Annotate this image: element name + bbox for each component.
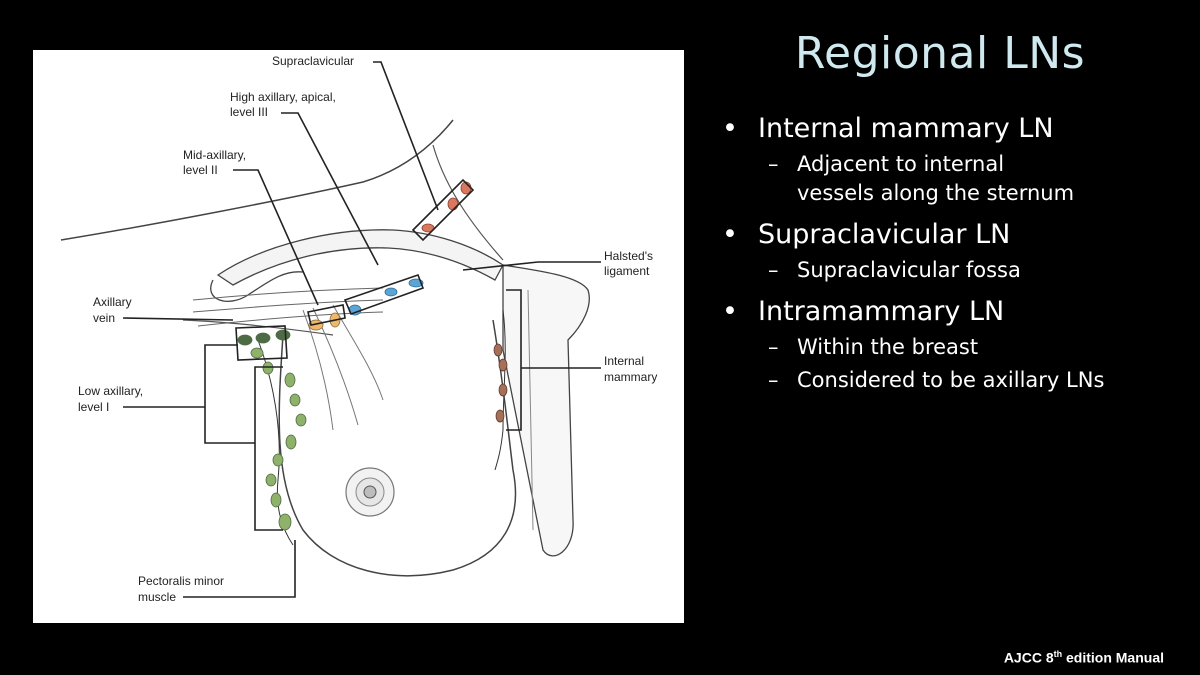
- sub-bullet-text: Adjacent to internal: [797, 152, 1005, 176]
- arm-bundle-1: [192, 287, 384, 301]
- sub-bullet: – Within the breast: [722, 333, 1182, 362]
- bracket-level-iii: [343, 273, 425, 316]
- breast-lymph-node-diagram: [60, 61, 601, 598]
- label-pectoralis-line2: muscle: [138, 590, 177, 604]
- sub-bullet-text: Considered to be axillary LNs: [797, 368, 1105, 392]
- sub-bullet-text: vessels along the sternum: [797, 181, 1075, 205]
- label-supraclavicular: Supraclavicular: [272, 54, 355, 68]
- sub-bullet: – Considered to be axillary LNs: [722, 366, 1182, 395]
- leader-pectoralis: [183, 540, 296, 598]
- label-axillary-vein-line1: Axillary: [93, 295, 132, 309]
- internal-mammary-nodes: [493, 343, 508, 423]
- label-mid-axillary-line2: level II: [183, 163, 218, 177]
- sub-bullet: – Adjacent to internal vessels along the…: [722, 150, 1182, 208]
- bracket-internal-mammary: [506, 289, 522, 431]
- bullet-intramammary: • Intramammary LN: [722, 295, 1182, 329]
- source-credit: AJCC 8th edition Manual: [1004, 649, 1164, 666]
- credit-pre: AJCC 8: [1003, 649, 1054, 666]
- bracket-level-ii: [307, 304, 346, 326]
- label-low-axillary-line2: level I: [78, 400, 110, 414]
- label-internal-mammary-line1: Internal: [604, 354, 645, 368]
- bullet-text: Intramammary LN: [758, 296, 1005, 327]
- dash-icon: –: [768, 335, 779, 359]
- level-iii-nodes: [348, 278, 424, 316]
- leader-high-axillary: [281, 112, 379, 266]
- bracket-low-axillary: [204, 344, 255, 444]
- bullet-internal-mammary: • Internal mammary LN: [722, 112, 1182, 146]
- leader-halsteds: [462, 261, 601, 271]
- dash-icon: –: [768, 152, 779, 176]
- slide-title: Regional LNs: [794, 28, 1086, 79]
- breast-outline: [278, 319, 517, 577]
- bullet-dot-icon: •: [722, 296, 738, 327]
- bullet-text: Internal mammary LN: [758, 113, 1054, 144]
- sternum-inner: [527, 289, 534, 531]
- label-halsteds-line2: ligament: [604, 264, 650, 278]
- bullet-text: Supraclavicular LN: [758, 219, 1011, 250]
- label-internal-mammary-line2: mammary: [604, 370, 658, 384]
- label-halsteds-line1: Halsted's: [604, 249, 653, 263]
- sub-bullet-text: Within the breast: [797, 335, 979, 359]
- credit-post: edition Manual: [1062, 649, 1164, 666]
- sternum: [502, 264, 590, 557]
- label-high-axillary-line2: level III: [230, 105, 269, 119]
- label-mid-axillary-line1: Mid-axillary,: [183, 148, 247, 162]
- dash-icon: –: [768, 258, 779, 282]
- label-low-axillary-line1: Low axillary,: [78, 384, 144, 398]
- label-axillary-vein-line2: vein: [93, 311, 116, 325]
- neck-outline: [432, 144, 504, 261]
- bracket-level-i-top: [235, 325, 288, 361]
- credit-sup: th: [1053, 649, 1063, 659]
- lymphatic-chain-im: [494, 309, 506, 471]
- anatomy-figure: Supraclavicular High axillary, apical, l…: [33, 50, 684, 623]
- bullet-list: • Internal mammary LN – Adjacent to inte…: [722, 112, 1182, 395]
- label-high-axillary-line1: High axillary, apical,: [230, 90, 336, 104]
- bullet-supraclavicular: • Supraclavicular LN: [722, 218, 1182, 252]
- shoulder-outline: [60, 119, 454, 241]
- sub-bullet: – Supraclavicular fossa: [722, 256, 1182, 285]
- clavicle: [216, 229, 504, 286]
- bracket-level-i-long: [254, 366, 283, 531]
- bullet-dot-icon: •: [722, 219, 738, 250]
- leader-axillary-vein: [122, 317, 234, 321]
- sub-bullet-text: Supraclavicular fossa: [797, 258, 1021, 282]
- leader-mid-axillary: [233, 169, 319, 306]
- leader-supraclavicular: [373, 61, 439, 211]
- nipple: [363, 485, 377, 499]
- label-pectoralis-line1: Pectoralis minor: [138, 574, 225, 588]
- bullet-dot-icon: •: [722, 113, 738, 144]
- axillary-vein: [182, 319, 334, 336]
- dash-icon: –: [768, 368, 779, 392]
- bracket-supraclavicular: [411, 178, 475, 242]
- arm-bundle-2: [192, 299, 384, 313]
